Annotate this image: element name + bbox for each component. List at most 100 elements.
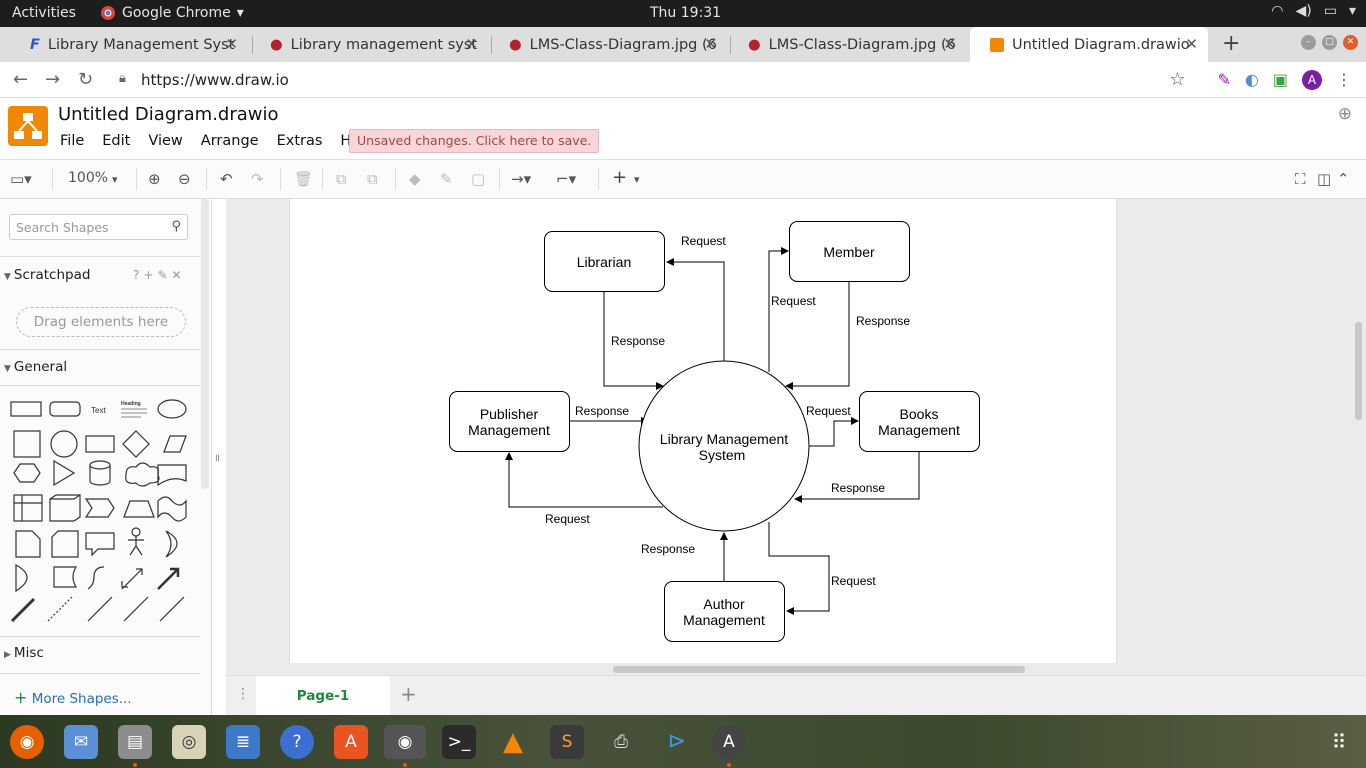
extension-compass-icon[interactable]: ◐ [1244,70,1259,89]
globe-icon[interactable]: ⊕ [1337,104,1352,124]
terminal-icon[interactable]: >_ [442,725,476,759]
close-window-button[interactable]: ✕ [1343,35,1358,50]
system-tray[interactable]: ◠ ◀) ▭ ▾ [1271,3,1356,19]
help-icon[interactable]: ? [133,268,140,282]
undo-icon[interactable]: ↶ [220,170,233,188]
step-shape [84,498,115,518]
horizontal-scrollbar[interactable] [613,666,1025,673]
zoom-out-icon[interactable]: ⊖ [178,170,191,188]
unsaved-changes-button[interactable]: Unsaved changes. Click here to save. [349,129,600,153]
browser-tab-active[interactable]: Untitled Diagram.drawio ✕ [970,27,1208,62]
add-icon[interactable]: + [143,268,154,282]
show-apps-grid-icon[interactable]: ⠿ [1331,730,1347,754]
scratchpad-header[interactable]: ▼Scratchpad [4,267,91,283]
chevron-down-icon[interactable]: ▾ [634,173,640,186]
help-icon[interactable]: ? [280,725,314,759]
firefox-icon[interactable]: ◉ [10,725,44,759]
lock-icon[interactable]: 🔒︎ [119,71,126,86]
general-header[interactable]: ▼General [4,359,68,375]
redo-icon[interactable]: ↷ [251,170,264,188]
add-page-button[interactable]: + [400,682,417,706]
tape-shape [157,496,187,522]
files-icon[interactable]: ▤ [118,725,152,759]
sublime-text-icon[interactable]: S [550,725,584,759]
format-panel-icon[interactable]: ▭▾ [10,170,32,188]
search-icon[interactable]: ⚲ [171,219,181,234]
extension-green-icon[interactable]: ▣ [1272,70,1288,89]
new-tab-button[interactable]: + [1222,31,1241,56]
more-shapes-button[interactable]: + More Shapes... [14,688,132,707]
browser-tab[interactable]: ● LMS-Class-Diagram.jpg (6 ✕ [489,27,727,62]
close-icon[interactable]: ✕ [171,268,182,282]
misc-header[interactable]: ▶Misc [4,645,44,661]
software-center-icon[interactable]: A [334,725,368,759]
sidebar-scrollbar[interactable] [201,199,209,489]
delete-icon[interactable]: 🗑︎ [294,170,314,188]
close-icon[interactable]: ✕ [1185,35,1198,53]
forward-arrow-icon[interactable]: → [45,69,61,90]
collapse-icon[interactable]: ⌃ [1337,170,1350,188]
document-title[interactable]: Untitled Diagram.drawio [58,104,279,125]
menu-edit[interactable]: Edit [102,133,131,149]
close-icon[interactable]: ✕ [225,35,238,53]
square-shape [13,430,41,458]
minimize-button[interactable]: – [1301,35,1316,50]
libreoffice-writer-icon[interactable]: ≣ [226,725,260,759]
to-back-icon[interactable]: ⧉ [367,170,378,188]
avatar[interactable]: A [1302,69,1322,90]
menu-arrange[interactable]: Arrange [200,133,259,149]
chevron-down-icon[interactable]: ▾ [112,173,118,186]
fullscreen-icon[interactable]: ⛶ [1295,170,1306,188]
vlc-icon[interactable]: ▲ [503,727,523,757]
browser-tab[interactable]: ● LMS-Class-Diagram.jpg (6 ✕ [728,27,966,62]
app-menu[interactable]: Google Chrome ▾ [100,5,244,21]
connection-icon[interactable]: →▾ [511,170,532,188]
waypoints-icon[interactable]: ⌐▾ [556,170,577,188]
vertical-scrollbar[interactable] [1355,322,1362,420]
taskbar-dock: ◉ ✉ ▤ ◎ ≣ ? A ◉ >_ ▲ S ⎙ ⊳ A ⠿ [0,715,1366,768]
more-vert-icon[interactable]: ⋮ [1336,70,1352,89]
search-input[interactable]: Search Shapes ⚲ [9,214,188,240]
printer-icon[interactable]: ⎙ [614,732,628,752]
zoom-select[interactable]: 100% [68,170,109,186]
extension-pen-icon[interactable]: ✎ [1217,70,1231,89]
close-icon[interactable]: ✕ [943,35,956,53]
battery-icon: ▭ [1323,3,1337,19]
clock[interactable]: Thu 19:31 [650,5,722,21]
close-icon[interactable]: ✕ [704,35,717,53]
reload-icon[interactable]: ↻ [78,69,94,90]
pages-menu-icon[interactable]: ⋮ [236,686,250,702]
menu-file[interactable]: File [60,133,85,149]
panel-toggle-icon[interactable]: ◫ [1317,170,1332,188]
edit-icon[interactable]: ✎ [157,268,168,282]
more-shapes-label: More Shapes... [31,691,132,707]
zoom-in-icon[interactable]: ⊕ [148,170,161,188]
tab-page-1[interactable]: Page-1 [256,676,390,716]
diagram-page[interactable] [289,199,1117,663]
sidebar-resize-handle[interactable]: ॥ [214,453,220,464]
software-updater-icon[interactable]: A [712,725,746,759]
menu-extras[interactable]: Extras [276,133,323,149]
heading-shape: Heading [121,401,141,407]
scratchpad-drop-zone[interactable]: Drag elements here [16,307,186,337]
back-arrow-icon[interactable]: ← [13,69,29,90]
close-icon[interactable]: ✕ [465,35,478,53]
star-icon[interactable]: ☆ [1169,69,1186,90]
activities-button[interactable]: Activities [12,5,76,21]
general-shapes-palette[interactable]: Text Heading [8,395,194,625]
vscode-icon[interactable]: ⊳ [667,729,687,754]
thunderbird-icon[interactable]: ✉ [64,725,98,759]
maximize-button[interactable]: □ [1322,35,1337,50]
browser-tab[interactable]: F Library Management Syst ✕ [10,27,248,62]
fill-color-icon[interactable]: ◆ [409,170,421,188]
to-front-icon[interactable]: ⧉ [336,170,347,188]
line-color-icon[interactable]: ✎ [440,170,453,188]
url-field[interactable]: https://www.draw.io [141,71,289,89]
rhythmbox-icon[interactable]: ◎ [172,725,206,759]
shadow-icon[interactable]: ▢ [471,170,486,188]
diamond-shape [122,430,150,458]
menu-view[interactable]: View [148,133,183,149]
insert-icon[interactable]: + [612,167,628,188]
browser-tab[interactable]: ● Library management syst ✕ [250,27,488,62]
chrome-dock-icon[interactable]: ◉ [384,725,426,759]
